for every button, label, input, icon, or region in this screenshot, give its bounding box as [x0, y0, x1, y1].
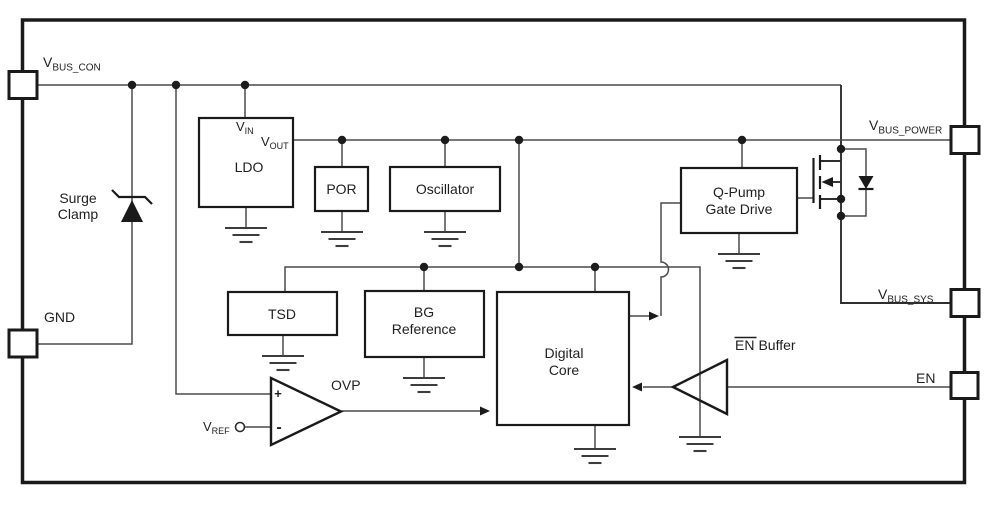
junction-dot: [240, 80, 250, 90]
ground-symbol: [677, 435, 723, 453]
block-bg-reference: [363, 289, 486, 359]
arrowhead-buffer-to-core: [632, 382, 642, 392]
pin-label-vbus-power: VBUS_POWER: [869, 117, 942, 137]
block-ldo: [197, 116, 295, 209]
ovp-label: OVP: [331, 377, 361, 393]
block-tsd: [226, 290, 339, 337]
junction-dot: [590, 262, 600, 272]
ldo-vin-label: VIN: [236, 119, 254, 136]
pin-label-en: EN: [916, 370, 935, 386]
zener-cathode-bar: [111, 189, 153, 205]
junction-dot: [419, 262, 429, 272]
block-qpump-label-2: Gate Drive: [706, 201, 773, 217]
block-digital-core: [495, 290, 631, 427]
block-por: [313, 165, 370, 213]
junction-dot: [836, 144, 846, 154]
ovp-plus-sign: +: [274, 386, 282, 401]
junction-dot: [337, 135, 347, 145]
ground-symbol: [319, 230, 365, 248]
junction-dot: [127, 80, 137, 90]
junction-dot: [171, 80, 181, 90]
pin-vbus-power: [949, 125, 981, 155]
block-qpump-gate-drive: [679, 166, 799, 235]
wire-bias-rail: [284, 266, 701, 437]
pin-vbus-sys: [949, 288, 981, 318]
chip-boundary: [20, 18, 967, 485]
vref-terminal: [234, 421, 246, 433]
block-ldo-label: LDO: [235, 159, 264, 175]
wire-core-to-qpump-b: [660, 202, 681, 316]
pin-gnd: [7, 328, 39, 359]
surge-clamp-label-2: Clamp: [58, 206, 99, 222]
junction-dot: [514, 262, 524, 272]
vref-label: VREF: [203, 419, 230, 436]
arrowhead-core-to-qpump: [649, 311, 659, 321]
arrowhead-ovp-to-core: [480, 406, 490, 416]
ground-symbol: [422, 230, 468, 248]
junction-dot: [836, 211, 846, 221]
junction-dot: [440, 135, 450, 145]
block-bg-label-1: BG: [414, 304, 434, 320]
pin-en: [949, 371, 980, 400]
ground-symbol: [401, 376, 447, 394]
block-core-label-1: Digital: [545, 345, 584, 361]
surge-clamp-label-1: Surge: [59, 190, 97, 206]
block-oscillator: [388, 165, 502, 213]
ground-symbol: [572, 447, 618, 465]
block-core-label-2: Core: [549, 362, 580, 378]
ovp-minus-sign: -: [276, 419, 281, 436]
wire-ovp-plus-input: [175, 85, 271, 395]
block-oscillator-label: Oscillator: [416, 181, 475, 197]
block-qpump-label-1: Q-Pump: [713, 184, 765, 200]
ground-symbol: [260, 354, 306, 372]
junction-dot: [737, 135, 747, 145]
ground-symbol: [223, 226, 269, 244]
junction-dot: [514, 135, 524, 145]
pass-fet: [812, 155, 833, 209]
ovp-comparator: [269, 376, 344, 447]
zener-diode: [111, 189, 153, 222]
block-por-label: POR: [326, 181, 356, 197]
block-bg-label-2: Reference: [392, 321, 457, 337]
fet-body-arrow: [821, 177, 833, 187]
zener-anode-triangle: [121, 200, 143, 222]
ground-symbol: [716, 252, 762, 270]
pin-vbus-con: [7, 70, 39, 100]
pin-label-gnd: GND: [44, 309, 75, 325]
junction-dot: [836, 194, 846, 204]
ldo-vout-label: VOUT: [261, 134, 289, 151]
wire-fet-power-path: [840, 85, 951, 304]
body-diode-triangle: [858, 176, 874, 189]
pin-label-vbus-con: VBUS_CON: [43, 54, 101, 74]
pin-label-vbus-sys: VBUS_SYS: [878, 286, 934, 306]
en-buffer-triangle: [670, 358, 729, 416]
body-diode: [858, 176, 874, 191]
block-tsd-label: TSD: [268, 306, 296, 322]
